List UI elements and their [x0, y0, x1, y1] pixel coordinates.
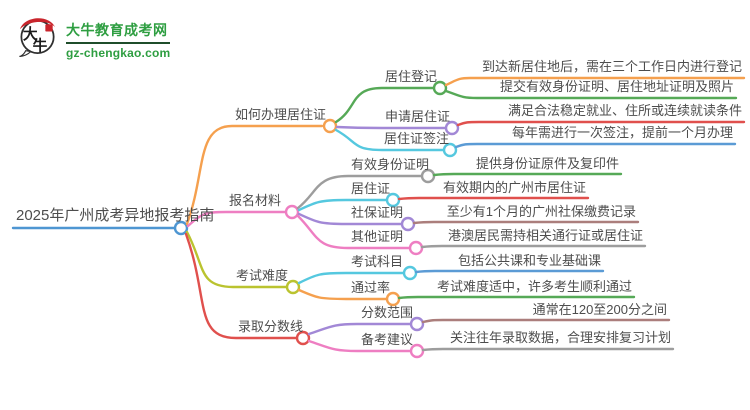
node-apply-for-permit: 申请居住证: [385, 109, 451, 124]
leaf-score-range-value: 通常在120至200分之间: [532, 302, 667, 317]
node-circle: [295, 330, 311, 346]
branch-application-materials-lines: [186, 168, 647, 256]
connector: [307, 322, 412, 336]
leaf-registration-deadline: 到达新居住地后，需在三个工作日内进行登记: [481, 59, 742, 74]
node-exam-subjects: 考试科目: [351, 254, 404, 269]
connector: [184, 232, 298, 340]
node-circle: [285, 279, 301, 295]
branch-admission-score-line: 录取分数线: [238, 319, 304, 334]
leaf-pass-rate-note: 考试难度适中，许多考生顺利通过: [436, 279, 632, 294]
connector: [297, 271, 405, 285]
logo-char-2: 牛: [33, 37, 48, 55]
node-circle: [284, 204, 300, 220]
leaf-apply-conditions: 满足合法稳定就业、住所或连续就读条件: [507, 103, 742, 118]
node-circle: [444, 120, 460, 136]
node-score-range: 分数范围: [361, 305, 414, 320]
branch-admission-score-lines: [184, 232, 675, 359]
leaf-connector: [444, 76, 746, 87]
leaf-connector: [397, 295, 636, 300]
leaf-subjects-content: 包括公共课和专业基础课: [457, 253, 601, 268]
brand-bull-icon: 大 牛: [19, 18, 56, 57]
node-prep-advice: 备考建议: [361, 332, 414, 347]
leaf-connector: [456, 120, 746, 127]
node-circle: [432, 80, 448, 96]
leaf-connector: [432, 172, 623, 177]
node-circle: [409, 316, 425, 332]
site-logo[interactable]: 大 牛 大牛教育成考网 gz-chengkao.com: [16, 11, 171, 60]
leaf-connector: [421, 347, 675, 352]
leaf-connector: [397, 196, 590, 201]
node-residence-registration: 居住登记: [385, 69, 438, 84]
leaf-id-original-copy: 提供身份证原件及复印件: [475, 156, 619, 171]
connector: [297, 198, 388, 212]
connector: [297, 212, 403, 226]
node-circle: [408, 240, 424, 256]
branch-how-to-get-permit: 如何办理居住证: [235, 107, 327, 122]
leaf-connector: [420, 244, 647, 249]
root-node-circle: [173, 220, 189, 236]
leaf-connector: [412, 220, 640, 225]
connector: [335, 125, 447, 130]
branch-application-materials: 报名材料: [229, 193, 282, 208]
connector: [334, 86, 435, 124]
connector: [334, 128, 445, 152]
node-circle: [402, 265, 418, 281]
node-circle: [322, 118, 338, 134]
node-circle: [400, 216, 416, 232]
leaf-social-security-record: 至少有1个月的广州社保缴费记录: [446, 204, 636, 219]
leaf-endorsement-schedule: 每年需进行一次签注，提前一个月办理: [511, 125, 733, 140]
brand-text-block: 大牛教育成考网 gz-chengkao.com: [66, 11, 171, 60]
leaf-prep-advice-note: 关注往年录取数据，合理安排复习计划: [449, 330, 671, 345]
brand-divider: [66, 42, 171, 44]
node-circle: [442, 142, 458, 158]
leaf-connector: [414, 269, 605, 274]
node-social-security-proof: 社保证明: [351, 205, 404, 220]
site-url[interactable]: gz-chengkao.com: [66, 46, 171, 60]
root-lines: [11, 220, 189, 236]
site-name: 大牛教育成考网: [66, 22, 168, 38]
leaf-hk-macau-permit: 港澳居民需持相关通行证或居住证: [447, 228, 643, 243]
leaf-connector: [454, 142, 737, 149]
leaf-connector: [444, 89, 738, 100]
leaf-connector: [421, 318, 671, 324]
connector: [185, 124, 324, 226]
node-valid-id: 有效身份证明: [351, 157, 430, 172]
connector: [296, 174, 423, 210]
connector: [297, 288, 388, 301]
root-node: 2025年广州成考异地报考指南: [16, 207, 215, 224]
node-other-proof: 其他证明: [351, 229, 404, 244]
node-residence-permit: 居住证: [351, 181, 391, 196]
logo-char-1: 大: [23, 25, 38, 43]
leaf-registration-documents: 提交有效身份证明、居住地址证明及照片: [499, 79, 734, 94]
connector: [307, 339, 412, 353]
branch-how-to-get-permit-lines: [185, 76, 746, 226]
branch-exam-difficulty-lines: [185, 230, 636, 307]
leaf-valid-gz-permit: 有效期内的广州市居住证: [442, 180, 586, 195]
node-pass-rate: 通过率: [351, 280, 391, 295]
branch-exam-difficulty: 考试难度: [236, 268, 289, 283]
node-permit-endorsement: 居住证签注: [384, 131, 450, 146]
connector: [185, 230, 288, 289]
connector: [296, 214, 411, 250]
connector: [186, 210, 287, 228]
